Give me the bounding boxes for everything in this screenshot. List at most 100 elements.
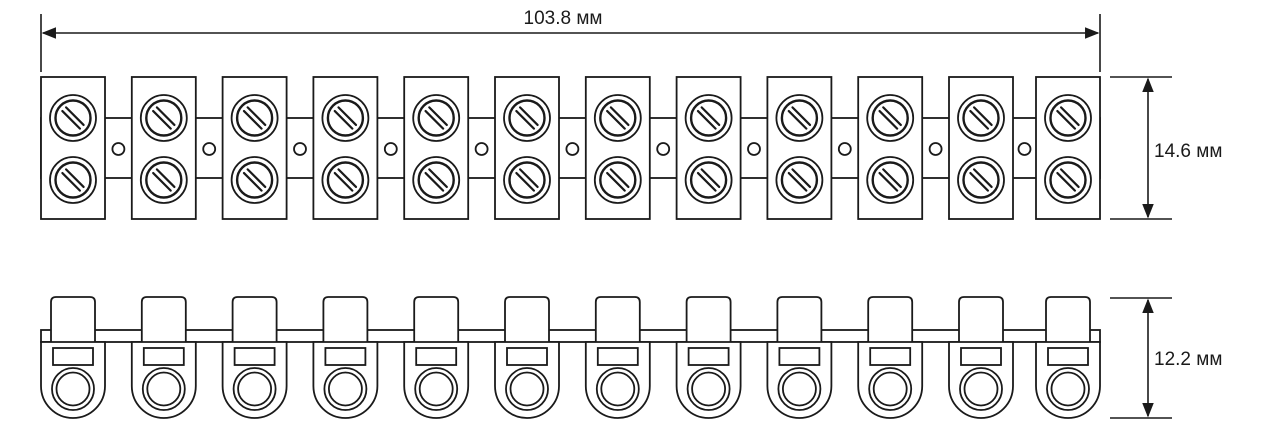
screw-slot-line — [878, 171, 899, 192]
wire-entry-inner — [963, 371, 999, 407]
screw-slot-line — [424, 171, 445, 192]
screw-slot-line — [515, 171, 536, 192]
wire-entry-inner — [691, 371, 726, 407]
screw-cap — [231, 296, 278, 342]
screw-head — [139, 94, 188, 142]
screw-head — [957, 156, 1005, 204]
clamp-window — [778, 347, 821, 366]
screw-slot-line — [515, 109, 536, 130]
screw-head — [503, 94, 551, 142]
side-terminal — [494, 296, 560, 419]
side-terminal — [857, 296, 924, 419]
screw-slot-line — [882, 106, 902, 127]
screw-head-circle — [145, 161, 183, 199]
screw-slot-line — [155, 106, 176, 127]
screw-head-circle — [871, 99, 909, 137]
screw-slot-line — [1059, 106, 1080, 127]
screw-cap — [867, 296, 914, 342]
screw-slot-line — [337, 106, 358, 127]
screw-head — [230, 156, 279, 204]
screw-slot-line — [242, 171, 263, 192]
wire-entry-inner — [782, 371, 817, 407]
mounting-hole — [928, 142, 943, 156]
clamp-window — [596, 347, 639, 366]
screw-head-circle — [54, 99, 92, 137]
wire-entry-inner — [418, 371, 454, 407]
screw-slot-line — [337, 168, 358, 189]
clamp-window — [506, 347, 548, 366]
screw-slot-line — [696, 171, 717, 192]
mounting-hole — [474, 142, 489, 156]
screw-head — [684, 156, 733, 204]
screw-head — [1044, 156, 1092, 204]
bottom-height-dimension — [1110, 297, 1172, 419]
screw-head — [957, 94, 1005, 142]
screw-head — [49, 94, 97, 142]
top-terminal — [130, 76, 197, 220]
screw-head-circle — [599, 99, 637, 137]
screw-head-circle — [508, 99, 546, 137]
screw-head-circle — [417, 161, 455, 199]
width-dimension — [40, 14, 1101, 72]
screw-head — [1044, 94, 1092, 142]
mounting-hole — [293, 142, 307, 156]
top-terminal — [584, 76, 651, 220]
screw-head-circle — [1049, 99, 1087, 137]
screw-head — [412, 94, 461, 142]
screw-head — [866, 156, 915, 204]
screw-slot-line — [518, 106, 539, 127]
side-terminal — [1035, 296, 1101, 419]
side-terminal — [40, 296, 106, 419]
screw-cap — [1045, 296, 1091, 342]
wire-entry-inner — [509, 371, 545, 407]
mounting-hole — [202, 142, 217, 156]
screw-slot-line — [518, 168, 539, 189]
top-terminal — [948, 76, 1014, 220]
top-height-label: 14.6 мм — [1154, 141, 1222, 162]
screw-head — [775, 94, 824, 142]
screw-head — [866, 94, 915, 142]
top-terminal — [675, 76, 742, 220]
screw-head-circle — [235, 99, 274, 137]
mounting-hole — [747, 142, 761, 156]
screw-head-circle — [780, 161, 819, 199]
mounting-hole — [1017, 142, 1032, 156]
side-terminal — [130, 296, 197, 419]
screw-head — [321, 94, 370, 142]
screw-slot-line — [64, 168, 85, 189]
screw-head — [412, 156, 461, 204]
screw-slot-line — [791, 106, 812, 127]
screw-slot-line — [424, 109, 445, 130]
clamp-window — [869, 347, 912, 366]
screw-slot-line — [1056, 109, 1077, 130]
screw-slot-line — [700, 168, 721, 189]
screw-slot-line — [333, 171, 354, 192]
screw-cap — [50, 296, 96, 342]
screw-head — [321, 156, 370, 204]
screw-cap — [322, 296, 369, 342]
screw-head — [49, 156, 97, 204]
screw-slot-line — [969, 109, 990, 130]
screw-head-circle — [145, 99, 183, 137]
side-terminal — [403, 296, 470, 419]
screw-head — [503, 156, 551, 204]
clamp-window — [52, 347, 94, 366]
top-terminal — [221, 76, 288, 220]
screw-head-circle — [689, 161, 728, 199]
screw-head-circle — [962, 99, 1000, 137]
screw-slot-line — [787, 171, 808, 192]
screw-slot-line — [428, 168, 448, 189]
screw-slot-line — [246, 168, 267, 189]
screw-slot-line — [972, 168, 993, 189]
screw-cap — [413, 296, 460, 342]
bottom-height-label: 12.2 мм — [1154, 349, 1222, 370]
top-terminal — [403, 76, 470, 220]
screw-head-circle — [689, 99, 728, 137]
screw-slot-line — [609, 168, 630, 189]
clamp-window — [324, 347, 367, 366]
clamp-window — [687, 347, 730, 366]
screw-head-circle — [508, 161, 546, 199]
screw-head — [230, 94, 279, 142]
screw-head — [775, 156, 824, 204]
screw-cap — [958, 296, 1004, 342]
